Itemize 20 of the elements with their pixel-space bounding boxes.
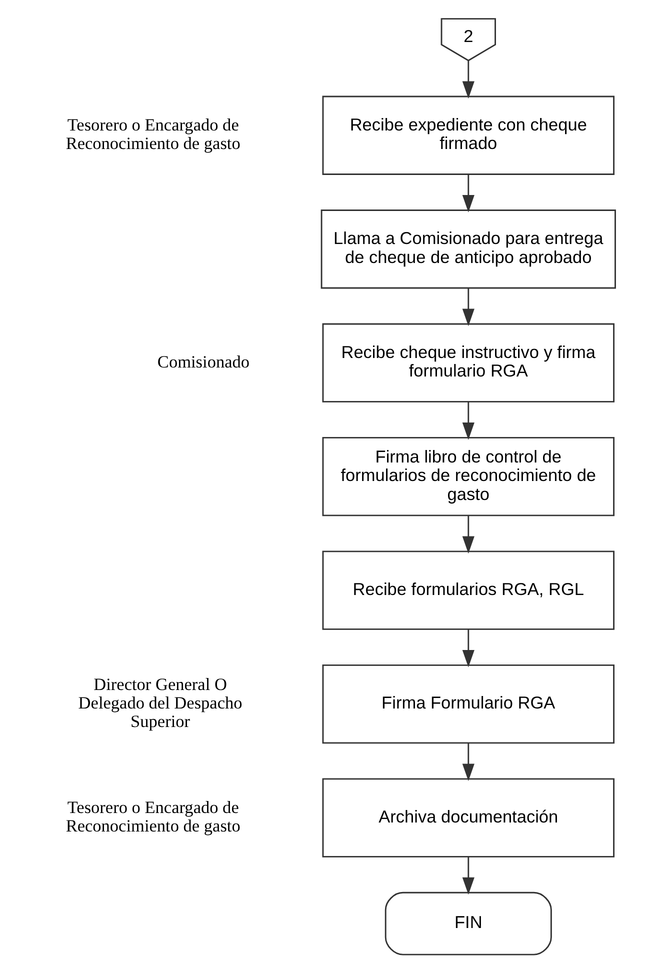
node-box: Llama a Comisionado para entrega de cheque de anticipo aprobado [320, 210, 616, 289]
node-box: Recibe formularios RGA, RGL [322, 550, 615, 630]
node-box: Recibe expediente con cheque firmado [322, 96, 615, 175]
label: Tesorero o Encargado de Reconocimiento de gasto [66, 115, 240, 154]
node-box: Recibe cheque instructivo y firma formulario RGA [322, 323, 615, 402]
node-box: Firma Formulario RGA [322, 664, 615, 744]
arrow [462, 856, 474, 895]
node-box: FIN [384, 892, 552, 956]
label: Director General O Delegado del Despacho Superior [78, 674, 242, 732]
arrow [462, 288, 474, 326]
arrow [462, 629, 474, 668]
node-box: Firma libro de control de formularios de reconocimiento de gasto [322, 436, 615, 516]
arrow [462, 516, 474, 554]
arrow [462, 60, 474, 99]
arrow [462, 743, 474, 782]
node-box: Archiva documentación [322, 778, 615, 858]
label: Tesorero o Encargado de Reconocimiento de gasto [66, 798, 240, 836]
arrow [462, 174, 474, 212]
label: Comisionado [157, 352, 250, 372]
arrow [462, 402, 474, 440]
